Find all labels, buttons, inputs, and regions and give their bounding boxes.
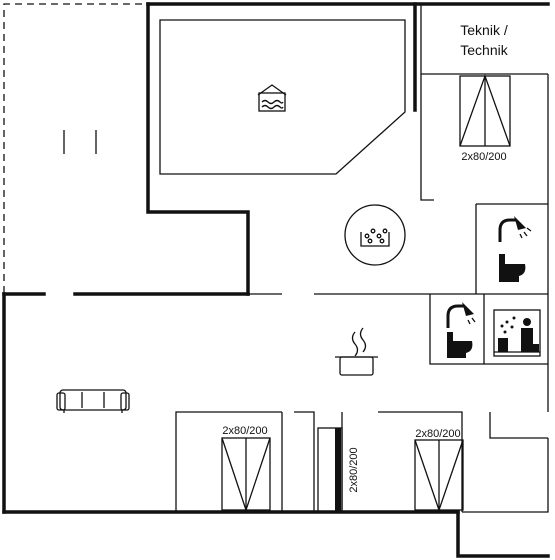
- door-markers: [63, 130, 97, 154]
- shower-icon: [498, 216, 532, 242]
- cooking-pot-icon: [335, 327, 378, 376]
- pool-icon: [257, 84, 287, 112]
- sauna-icon: [493, 309, 541, 357]
- bed: [459, 74, 511, 147]
- terrace-outline: [3, 3, 148, 293]
- whirlpool-icon: [344, 204, 406, 266]
- bed: [317, 427, 343, 513]
- technik-label-line2: Technik: [460, 42, 508, 58]
- bed-label: 2x80/200: [222, 425, 267, 437]
- bed-label: 2x80/200: [348, 447, 360, 492]
- technik-label-line1: Teknik /: [460, 22, 508, 38]
- shower-icon: [446, 302, 476, 328]
- bed: [221, 437, 271, 513]
- pool: [159, 19, 406, 175]
- toilet-icon: [447, 332, 473, 358]
- sofa-icon: [56, 389, 130, 413]
- bed-label: 2x80/200: [415, 428, 460, 440]
- bed: [414, 439, 464, 513]
- toilet-icon: [499, 254, 526, 282]
- bed-label: 2x80/200: [461, 151, 506, 163]
